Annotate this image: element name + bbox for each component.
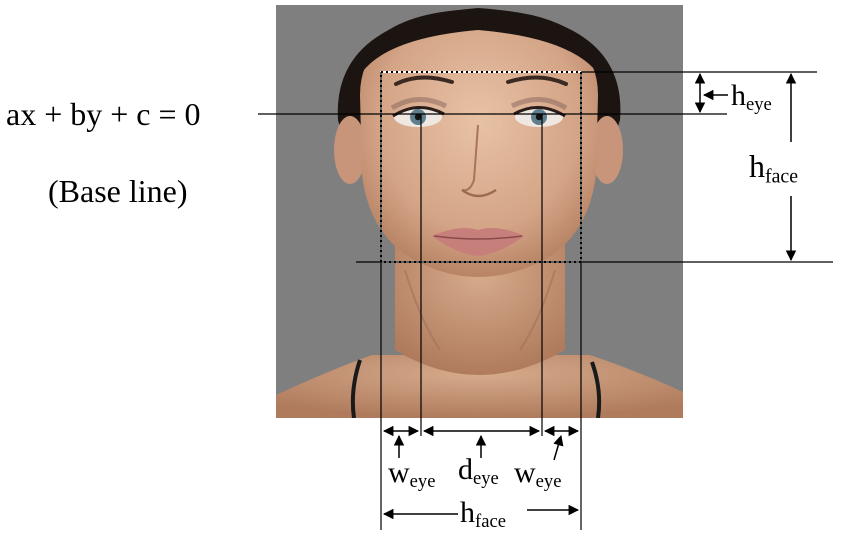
h-eye-label-sub: eye [746,94,772,116]
h-face-right-label-main: h [749,148,765,184]
d-eye-label-sub: eye [473,468,499,490]
h-face-bottom-label-main: h [460,496,475,529]
face-photo [276,5,683,418]
w-eye-right-label-main: w [514,456,536,489]
h-eye-label-main: h [731,79,746,112]
w-eye-left-label-sub: eye [409,471,436,493]
h-eye-label: heye [731,81,772,115]
h-face-right-label: hface [749,150,798,187]
equation-label: ax + by + c = 0 [6,96,201,132]
w-eye-right-label: weye [514,458,561,492]
h-face-bottom-label-sub: face [475,511,506,533]
w-eye-left-label: weye [388,458,435,492]
d-eye-label: deye [458,455,499,489]
w-eye-right-pointer [553,434,564,461]
h-face-right-label-sub: face [765,165,799,188]
d-eye-label-main: d [458,453,473,486]
h-face-bottom-label: hface [460,498,506,532]
baseline-caption: (Base line) [48,173,188,209]
w-eye-left-label-main: w [388,456,410,489]
w-eye-right-label-sub: eye [535,471,562,493]
